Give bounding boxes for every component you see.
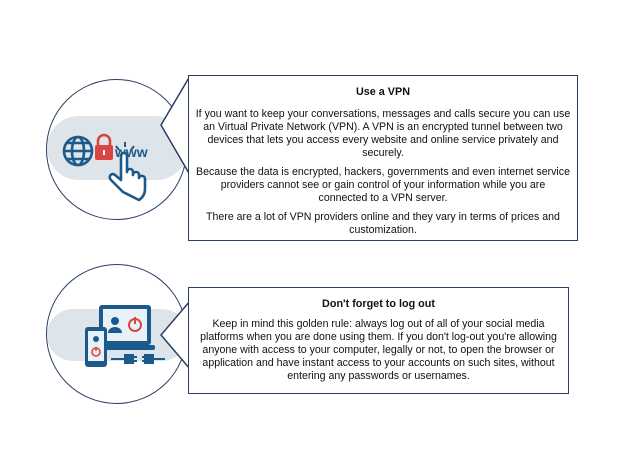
callout-pointer [160,300,191,370]
lock-icon [95,133,113,160]
section-title: Use a VPN [355,86,410,98]
www-label: www [114,144,148,160]
vpn-card: Use a VPN If you want to keep your conve… [188,75,578,241]
callout-pointer [160,75,191,176]
hand-cursor-icon [108,151,147,202]
section-paragraph: Keep in mind this golden rule: always lo… [200,318,557,382]
logout-icon-circle [46,264,187,404]
globe-icon [62,135,94,167]
www-lock-click-icon: www [47,116,186,202]
logout-card: Don't forget to log out Keep in mind thi… [188,287,569,394]
devices-logout-icon [47,305,186,367]
monitor-icon [95,305,155,350]
section-paragraph: Because the data is encrypted, hackers, … [196,166,570,204]
section-paragraph: There are a lot of VPN providers online … [206,211,560,236]
section-paragraph: If you want to keep your conversations, … [195,108,571,159]
section-title: Don't forget to log out [322,298,435,310]
plug-icon [111,354,165,364]
vpn-icon-circle: www [46,79,187,220]
phone-icon [85,327,107,367]
